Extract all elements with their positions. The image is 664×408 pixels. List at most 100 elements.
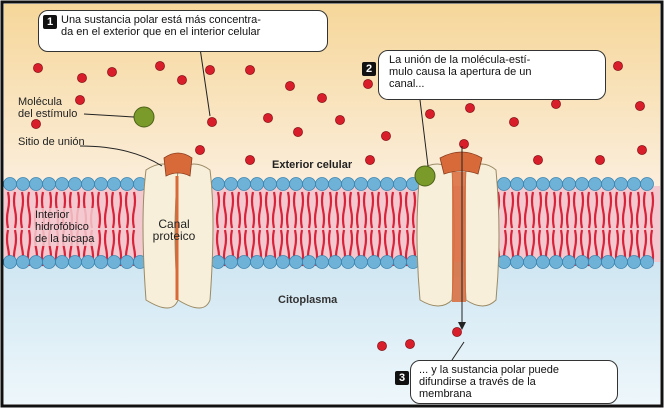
lipid-head-inner xyxy=(576,256,589,269)
lipid-head-inner xyxy=(498,256,511,269)
lipid-head-outer xyxy=(238,178,251,191)
polar-solute xyxy=(263,113,272,122)
lipid-head-outer xyxy=(17,178,30,191)
lipid-head-outer xyxy=(225,178,238,191)
lipid-head-inner xyxy=(121,256,134,269)
callout-1: 1 Una sustancia polar está más concentra… xyxy=(38,10,328,52)
polar-solute xyxy=(465,103,474,112)
lipid-head-outer xyxy=(290,178,303,191)
lipid-head-outer xyxy=(95,178,108,191)
lipid-head-inner xyxy=(30,256,43,269)
step-3-badge: 3 xyxy=(395,371,409,385)
callout-2-line3: canal... xyxy=(389,78,598,90)
lipid-head-inner xyxy=(225,256,238,269)
polar-solute xyxy=(195,145,204,154)
polar-solute xyxy=(245,155,254,164)
lipid-head-inner xyxy=(628,256,641,269)
lipid-head-inner xyxy=(277,256,290,269)
stimulus-molecule xyxy=(134,107,154,127)
polar-solute xyxy=(405,339,414,348)
binding-site-cap xyxy=(164,153,192,176)
lipid-head-inner xyxy=(82,256,95,269)
open-pore xyxy=(452,172,466,302)
step-2-badge: 2 xyxy=(362,62,376,76)
polar-solute xyxy=(365,155,374,164)
polar-solute xyxy=(107,67,116,76)
lipid-head-inner xyxy=(43,256,56,269)
open-channel-subunit-right xyxy=(464,164,499,306)
lipid-head-inner xyxy=(95,256,108,269)
lipid-head-inner xyxy=(589,256,602,269)
lipid-head-inner xyxy=(602,256,615,269)
polar-solute xyxy=(155,61,164,70)
lipid-head-inner xyxy=(108,256,121,269)
polar-solute xyxy=(637,145,646,154)
lipid-head-outer xyxy=(511,178,524,191)
cytoplasm-label: Citoplasma xyxy=(278,294,337,306)
polar-solute xyxy=(205,65,214,74)
polar-solute xyxy=(33,63,42,72)
lipid-head-inner xyxy=(329,256,342,269)
polar-solute xyxy=(425,109,434,118)
lipid-head-outer xyxy=(368,178,381,191)
polar-solute xyxy=(551,99,560,108)
lipid-head-outer xyxy=(121,178,134,191)
callout-1-line1: Una sustancia polar está más concentra- xyxy=(61,14,320,26)
polar-solute xyxy=(177,75,186,84)
lipid-head-outer xyxy=(212,178,225,191)
lipid-head-inner xyxy=(537,256,550,269)
channel-label: Canal proteico xyxy=(148,218,200,242)
lipid-head-inner xyxy=(316,256,329,269)
stimulus-label: Molécula del estímulo xyxy=(18,96,77,120)
lipid-head-outer xyxy=(43,178,56,191)
lipid-head-inner xyxy=(563,256,576,269)
lipid-head-inner xyxy=(238,256,251,269)
polar-solute xyxy=(77,73,86,82)
lipid-head-inner xyxy=(355,256,368,269)
callout-2-line1: La unión de la molécula-estí- xyxy=(389,54,598,66)
callout-2-line2: mulo causa la apertura de un xyxy=(389,66,598,78)
lipid-head-inner xyxy=(303,256,316,269)
lipid-head-inner xyxy=(381,256,394,269)
lipid-head-outer xyxy=(589,178,602,191)
stimulus-molecule-bound xyxy=(415,166,435,186)
polar-solute xyxy=(245,65,254,74)
polar-solute xyxy=(459,139,468,148)
lipid-head-outer xyxy=(303,178,316,191)
lipid-head-inner xyxy=(394,256,407,269)
lipid-head-inner xyxy=(56,256,69,269)
lipid-head-inner xyxy=(251,256,264,269)
lipid-head-outer xyxy=(550,178,563,191)
polar-solute xyxy=(533,155,542,164)
exterior-label: Exterior celular xyxy=(272,159,352,171)
interior-label-line2: hidrofóbico xyxy=(35,221,94,233)
lipid-head-outer xyxy=(602,178,615,191)
callout-3: ... y la sustancia polar puede difundirs… xyxy=(410,360,618,404)
lipid-head-outer xyxy=(524,178,537,191)
lipid-head-outer xyxy=(394,178,407,191)
lipid-head-outer xyxy=(355,178,368,191)
polar-solute xyxy=(377,341,386,350)
lipid-head-outer xyxy=(56,178,69,191)
callout-3-line3: membrana xyxy=(419,388,610,400)
lipid-head-outer xyxy=(537,178,550,191)
lipid-head-inner xyxy=(368,256,381,269)
lipid-head-inner xyxy=(615,256,628,269)
lipid-head-inner xyxy=(641,256,654,269)
lipid-head-outer xyxy=(641,178,654,191)
lipid-head-outer xyxy=(108,178,121,191)
step-1-badge: 1 xyxy=(43,15,57,29)
lipid-head-outer xyxy=(316,178,329,191)
stimulus-label-line2: del estímulo xyxy=(18,108,77,120)
polar-solute xyxy=(595,155,604,164)
lipid-head-inner xyxy=(550,256,563,269)
lipid-head-outer xyxy=(615,178,628,191)
lipid-head-inner xyxy=(17,256,30,269)
lipid-head-outer xyxy=(342,178,355,191)
lipid-head-inner xyxy=(524,256,537,269)
lipid-head-inner xyxy=(264,256,277,269)
callout-2: La unión de la molécula-estí- mulo causa… xyxy=(378,50,606,100)
lipid-head-outer xyxy=(251,178,264,191)
polar-solute xyxy=(635,101,644,110)
polar-solute xyxy=(31,119,40,128)
